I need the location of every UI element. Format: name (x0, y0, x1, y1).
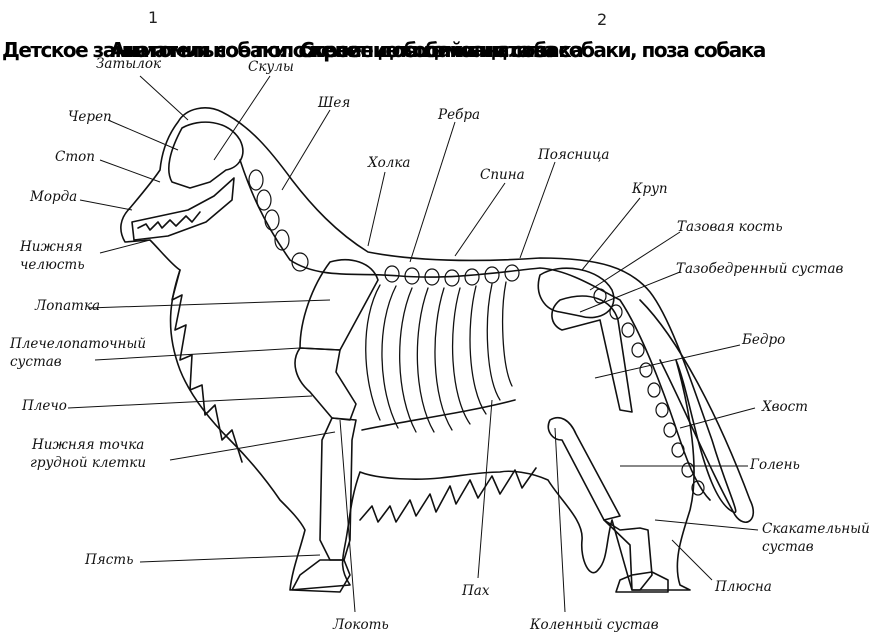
leader-holka (368, 172, 385, 246)
leader-lopatka (88, 300, 330, 308)
leader-morda (80, 200, 132, 210)
label-stop: Стоп (55, 150, 95, 165)
label-zatylok: Затылок (96, 57, 161, 72)
leader-cherep (108, 120, 178, 150)
label-rebra: Ребра (438, 108, 480, 123)
leader-bedro (595, 345, 740, 378)
label-tazobedrenny: Тазобедренный сустав (676, 262, 843, 277)
leader-plecho (68, 396, 312, 408)
humerus (295, 348, 356, 420)
skull (169, 122, 243, 188)
label-holka: Холка (368, 156, 410, 171)
vertebrae (249, 170, 704, 495)
forearm (320, 418, 356, 560)
label-hvost: Хвост (762, 400, 808, 415)
leader-nizhnyaya-tochka (170, 432, 335, 460)
label-nizhnyaya-tochka: Нижняя точка (32, 438, 144, 453)
label-plechelopatochny: Плечелопаточный (10, 337, 146, 352)
leader-lokot (340, 420, 355, 612)
label-skuly: Скулы (248, 60, 294, 75)
spine (240, 160, 710, 500)
label-skakatelny-sustav: сустав (762, 540, 814, 555)
label-morda: Морда (30, 190, 77, 205)
label-plyusna: Плюсна (715, 580, 772, 595)
leader-pah (478, 400, 492, 578)
ruff-fur (172, 270, 242, 462)
label-sheya: Шея (318, 96, 350, 111)
label-chelyust: челюсть (20, 258, 85, 273)
leader-past (140, 555, 320, 562)
tail-outline (640, 300, 753, 522)
leader-stop (100, 160, 160, 182)
leader-poyasnitsa (520, 162, 555, 258)
label-grudnoy-kletki: грудной клетки (30, 456, 146, 471)
label-golen: Голень (750, 458, 800, 473)
label-bedro: Бедро (742, 333, 785, 348)
label-spina: Спина (480, 168, 525, 183)
label-nizhnyaya: Нижняя (20, 240, 83, 255)
hind-lower (604, 520, 652, 590)
pelvis (538, 268, 613, 317)
leader-lines (68, 76, 758, 612)
label-cherep: Череп (68, 110, 112, 125)
label-pah: Пах (462, 584, 489, 599)
hind-paw (616, 572, 668, 592)
leader-kolenny (555, 428, 565, 612)
label-past: Пясть (85, 553, 133, 568)
label-lokot: Локоть (333, 618, 389, 633)
label-poyasnitsa: Поясница (538, 148, 609, 163)
leader-tazovaya (590, 232, 680, 290)
label-skakatelny: Скакательный (762, 522, 870, 537)
leader-rebra (410, 122, 455, 262)
label-plecho: Плечо (22, 399, 67, 414)
leader-sheya (282, 110, 330, 190)
leader-spina (455, 183, 505, 256)
label-lopatka: Лопатка (35, 299, 100, 314)
label-sustav: сустав (10, 355, 62, 370)
label-kolenny: Коленный сустав (530, 618, 659, 633)
leader-zatylok (140, 76, 188, 120)
belly-fur (360, 468, 536, 522)
leader-krup (582, 198, 640, 270)
label-tazovaya-kost: Тазовая кость (677, 220, 783, 235)
label-krup: Круп (632, 182, 668, 197)
ribs (366, 282, 512, 432)
